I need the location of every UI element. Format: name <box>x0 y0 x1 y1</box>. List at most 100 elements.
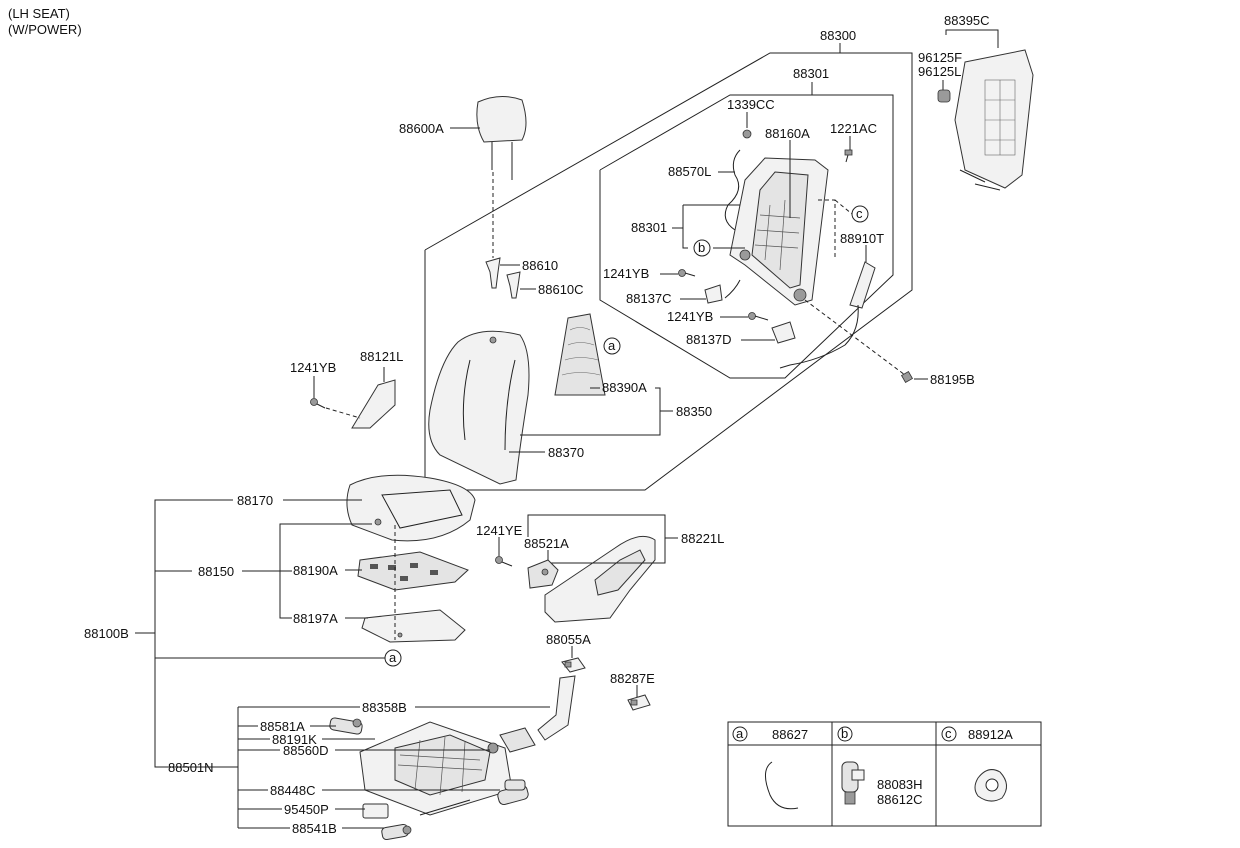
label-1241YB-side: 1241YB <box>290 360 336 375</box>
label-88197A: 88197A <box>293 611 338 626</box>
spring-mat-88390A <box>554 313 606 396</box>
label-96125F: 96125F <box>918 50 962 65</box>
callout-a-cushion-letter: a <box>389 650 397 665</box>
headrest-guide-88610C <box>506 271 521 299</box>
headrest-88600A <box>476 96 527 180</box>
label-88100B: 88100B <box>84 626 129 641</box>
callout-a-cushion <box>384 649 402 667</box>
callout-a-seatback <box>603 337 621 355</box>
airbag-harness <box>779 304 859 369</box>
back-panel-88395C <box>954 49 1034 191</box>
clip-96125F <box>937 89 951 103</box>
bracket-88137D <box>771 321 796 344</box>
legend-c-circle <box>941 726 957 742</box>
headrest-guide-88610 <box>485 257 501 289</box>
label-96125L: 96125L <box>918 64 961 79</box>
motor-88448C <box>497 779 529 806</box>
legend-a-part: 88627 <box>772 727 808 742</box>
motor-88083H <box>841 761 865 805</box>
header-lh-seat: (LH SEAT) <box>8 6 70 21</box>
label-88358B: 88358B <box>362 700 407 715</box>
side-shield-88221L <box>544 535 656 623</box>
bracket-88137C <box>704 284 723 304</box>
label-1241YB-lower: 1241YB <box>667 309 713 324</box>
module-95450P <box>362 803 389 819</box>
legend-c-part: 88912A <box>968 727 1013 742</box>
cover-88055A <box>561 657 586 673</box>
clip-88912A <box>974 769 1007 802</box>
callout-b-frame-letter: b <box>698 240 705 255</box>
legend-b-part2: 88612C <box>877 792 923 807</box>
wire-hook-88627 <box>765 761 799 810</box>
wiring-harness-88570L <box>724 149 741 231</box>
label-1241YE: 1241YE <box>476 523 523 538</box>
cushion-mat-88197A <box>361 609 466 643</box>
bolt-1241YB-side <box>310 398 326 409</box>
callout-c-frame-letter: c <box>856 206 863 221</box>
seatback-frame <box>729 157 829 306</box>
label-88300: 88300 <box>820 28 856 43</box>
label-1221AC: 1221AC <box>830 121 877 136</box>
bolt-1221AC <box>844 149 853 163</box>
label-88191K: 88191K <box>272 732 317 747</box>
cover-88287E <box>627 694 651 711</box>
nut-1339CC <box>742 129 752 139</box>
side-airbag-88910T <box>849 261 876 309</box>
label-88910T: 88910T <box>840 231 884 246</box>
bolt-1241YB-lower <box>748 312 769 321</box>
label-88501N: 88501N <box>168 760 214 775</box>
bolt-88195B <box>900 370 914 384</box>
legend-b-letter: b <box>841 726 848 741</box>
label-88287E: 88287E <box>610 671 655 686</box>
motor-88541B <box>381 823 412 841</box>
label-88395C: 88395C <box>944 13 990 28</box>
label-88160A: 88160A <box>765 126 810 141</box>
label-88370: 88370 <box>548 445 584 460</box>
label-88301-top: 88301 <box>793 66 829 81</box>
screw-1241YE <box>495 556 513 567</box>
label-88221L: 88221L <box>681 531 724 546</box>
legend-b-part1: 88083H <box>877 777 923 792</box>
callout-a-seatback-letter: a <box>608 338 616 353</box>
label-1339CC: 1339CC <box>727 97 775 112</box>
label-88137C: 88137C <box>626 291 672 306</box>
label-88610C: 88610C <box>538 282 584 297</box>
seat-track-88501N <box>359 721 513 816</box>
label-88581A: 88581A <box>260 719 305 734</box>
label-88570L: 88570L <box>668 164 711 179</box>
label-88448C: 88448C <box>270 783 316 798</box>
label-88150: 88150 <box>198 564 234 579</box>
label-88195B: 88195B <box>930 372 975 387</box>
rail-cover-88358B <box>537 675 576 741</box>
label-88560D: 88560D <box>283 743 329 758</box>
legend-b-circle <box>837 726 853 742</box>
label-88350: 88350 <box>676 404 712 419</box>
label-88600A: 88600A <box>399 121 444 136</box>
label-88521A: 88521A <box>524 536 569 551</box>
switch-88521A <box>527 559 559 589</box>
seatback-cover-88370 <box>428 330 530 485</box>
motor-88560D <box>487 727 536 754</box>
callout-b-frame <box>693 239 711 257</box>
label-88190A: 88190A <box>293 563 338 578</box>
label-88390A: 88390A <box>602 380 647 395</box>
motor-88581A <box>329 717 363 735</box>
header-w-power: (W/POWER) <box>8 22 82 37</box>
legend-a-letter: a <box>736 726 744 741</box>
label-88301: 88301 <box>631 220 667 235</box>
legend-table <box>727 721 1042 827</box>
label-88121L: 88121L <box>360 349 403 364</box>
cushion-cover-88170 <box>346 474 476 542</box>
label-88610: 88610 <box>522 258 558 273</box>
label-95450P: 95450P <box>284 802 329 817</box>
bolt-1241YB-upper <box>678 269 696 277</box>
legend-c-letter: c <box>945 726 952 741</box>
label-88055A: 88055A <box>546 632 591 647</box>
cushion-pad-88190A <box>357 551 469 591</box>
label-88170: 88170 <box>237 493 273 508</box>
label-88541B: 88541B <box>292 821 337 836</box>
side-cover-88121L <box>351 379 396 429</box>
label-1241YB-upper: 1241YB <box>603 266 649 281</box>
legend-a-circle <box>732 726 748 742</box>
